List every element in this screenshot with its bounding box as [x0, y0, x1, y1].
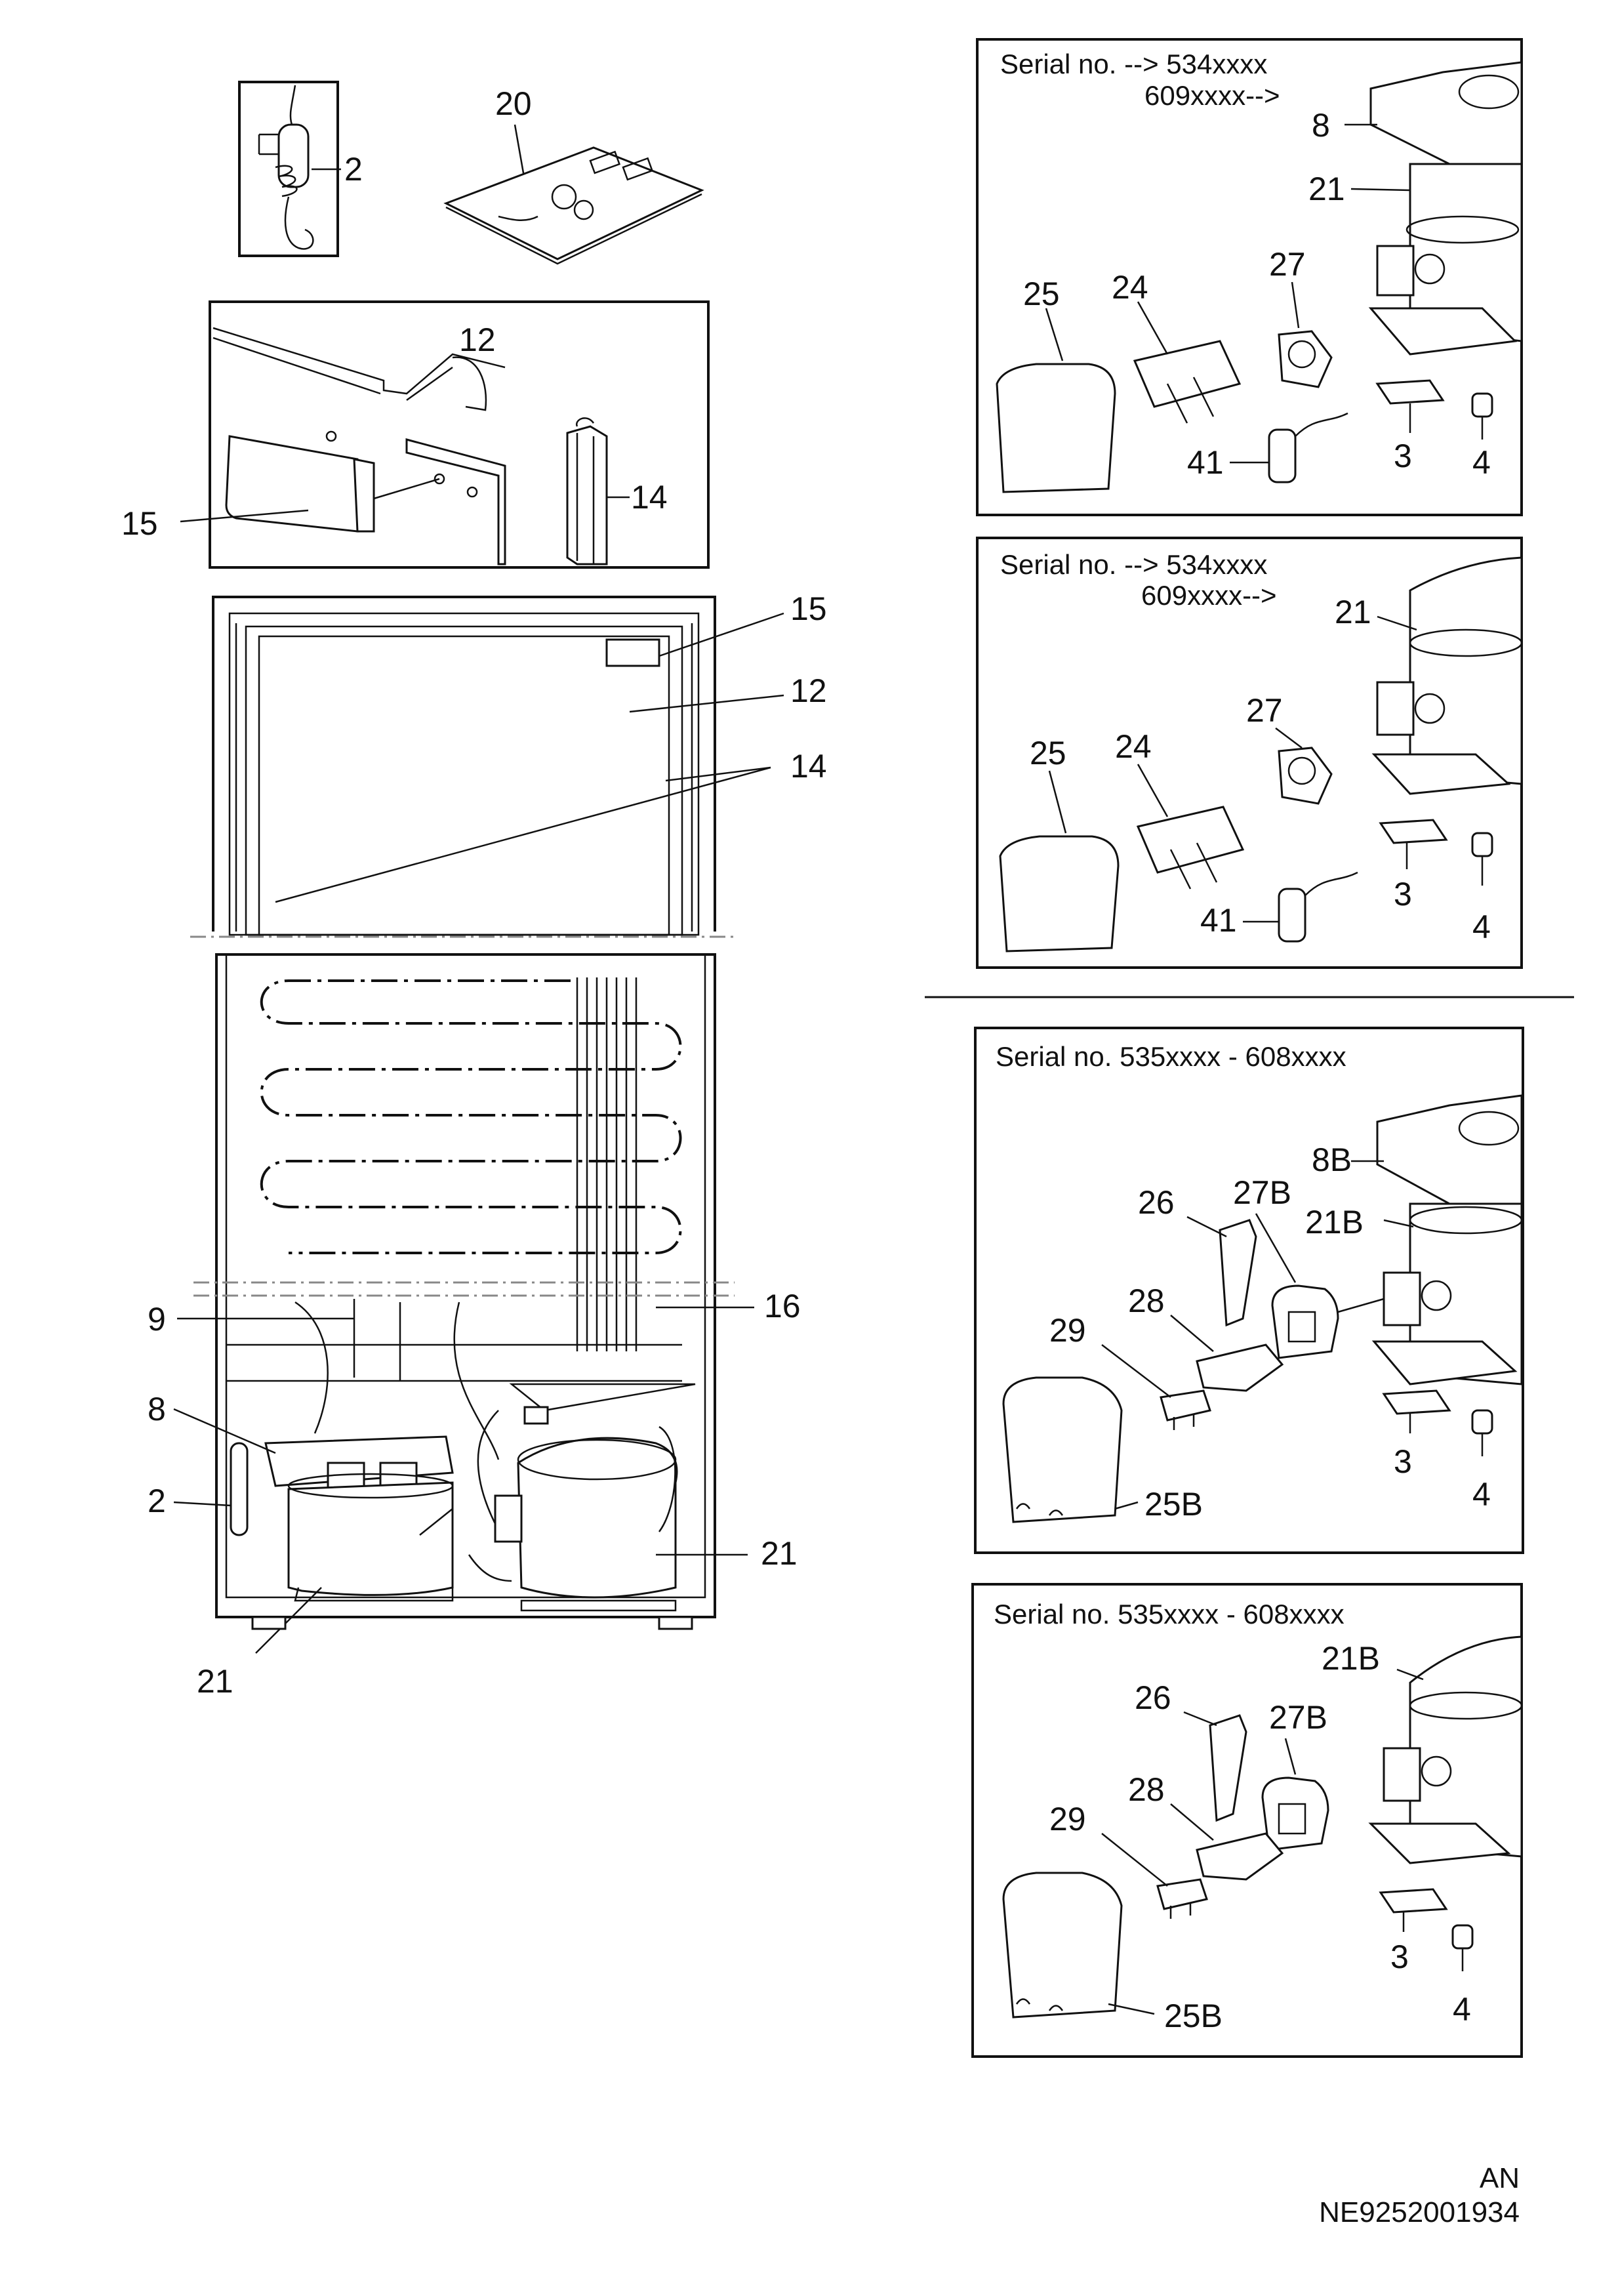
document-footer: AN NE9252001934: [1319, 2162, 1520, 2230]
label-12-cabinet: 12: [790, 672, 827, 709]
panel-3-label-27B: 27B: [1233, 1174, 1291, 1211]
panel-1-label-41: 41: [1187, 444, 1224, 481]
panel-4-label-21B: 21B: [1322, 1640, 1380, 1677]
panel-1-label-21: 21: [1308, 171, 1345, 207]
footer-code: AN: [1479, 2162, 1520, 2194]
panel-3-label-28: 28: [1128, 1282, 1165, 1319]
label-15-cabinet: 15: [790, 590, 827, 627]
cabinet-upper: 15 12 14: [190, 590, 827, 938]
panel-1-serial-line2: 609xxxx-->: [1144, 80, 1280, 111]
panel-2-serial-line2: 609xxxx-->: [1141, 580, 1277, 611]
panel-4-label-3: 3: [1390, 1938, 1409, 1975]
panel-4-serial-line1: Serial no. 535xxxx - 608xxxx: [994, 1599, 1345, 1630]
panel-4-label-26: 26: [1135, 1679, 1171, 1716]
panel-3-serial-line1: Serial no. 535xxxx - 608xxxx: [996, 1041, 1346, 1072]
panel-3-label-29: 29: [1049, 1312, 1086, 1349]
panel-3-label-4: 4: [1472, 1476, 1491, 1513]
label-2-machinery: 2: [148, 1483, 166, 1519]
panel-1-label-3: 3: [1394, 438, 1412, 474]
panel-2-label-4: 4: [1472, 909, 1491, 945]
panel-2-label-27: 27: [1246, 692, 1283, 729]
panel-1: Serial no. --> 534xxxx 609xxxx--> 8 21 2…: [976, 38, 1523, 516]
label-21-machinery-bottom: 21: [197, 1663, 233, 1700]
panel-2-label-21: 21: [1335, 594, 1371, 630]
panel-1-label-8: 8: [1312, 107, 1330, 144]
manual-detail: 20: [443, 85, 704, 265]
panel-1-label-25: 25: [1023, 276, 1060, 312]
panel-2-label-3: 3: [1394, 876, 1412, 912]
label-16: 16: [764, 1288, 801, 1324]
label-15-door: 15: [121, 505, 158, 542]
label-9: 9: [148, 1301, 166, 1338]
panel-1-label-24: 24: [1112, 269, 1148, 306]
label-21-machinery-right: 21: [761, 1535, 798, 1572]
panel-4-label-25B: 25B: [1164, 1998, 1223, 2034]
panel-2-label-24: 24: [1115, 728, 1152, 765]
panel-1-serial-line1: Serial no. --> 534xxxx: [1000, 49, 1267, 79]
panel-4-label-27B: 27B: [1269, 1699, 1327, 1736]
label-20: 20: [495, 85, 532, 122]
panel-4: Serial no. 535xxxx - 608xxxx 21B 26 27B …: [971, 1583, 1523, 2058]
panel-3-label-25B: 25B: [1144, 1486, 1203, 1523]
label-8-machinery: 8: [148, 1391, 166, 1427]
panel-1-label-4: 4: [1472, 444, 1491, 481]
panel-2-label-25: 25: [1030, 735, 1066, 771]
panel-4-label-28: 28: [1128, 1771, 1165, 1808]
sensor-detail: 2: [238, 81, 363, 257]
panel-4-label-29: 29: [1049, 1801, 1086, 1837]
panel-3-label-21B: 21B: [1305, 1204, 1364, 1240]
label-12-door: 12: [459, 321, 496, 358]
panel-4-label-4: 4: [1453, 1991, 1471, 2028]
cabinet-lower: 9 16 8 2 21 21: [148, 953, 801, 1700]
panel-2-serial-line1: Serial no. --> 534xxxx: [1000, 549, 1267, 580]
door-detail: 15 14 12: [121, 300, 710, 569]
footer-doc-number: NE9252001934: [1319, 2196, 1520, 2228]
panel-3-label-3: 3: [1394, 1443, 1412, 1480]
panel-2-label-41: 41: [1200, 902, 1237, 939]
panel-2: Serial no. --> 534xxxx 609xxxx--> 21 27 …: [976, 537, 1523, 969]
label-14-cabinet: 14: [790, 748, 827, 785]
label-2-sensor: 2: [344, 151, 363, 188]
panel-1-label-27: 27: [1269, 246, 1306, 283]
panel-3-label-26: 26: [1138, 1184, 1175, 1221]
label-14-door: 14: [631, 479, 668, 516]
panel-3: Serial no. 535xxxx - 608xxxx 8B 26 27B 2…: [974, 1027, 1524, 1554]
panel-3-label-8B: 8B: [1312, 1141, 1352, 1178]
